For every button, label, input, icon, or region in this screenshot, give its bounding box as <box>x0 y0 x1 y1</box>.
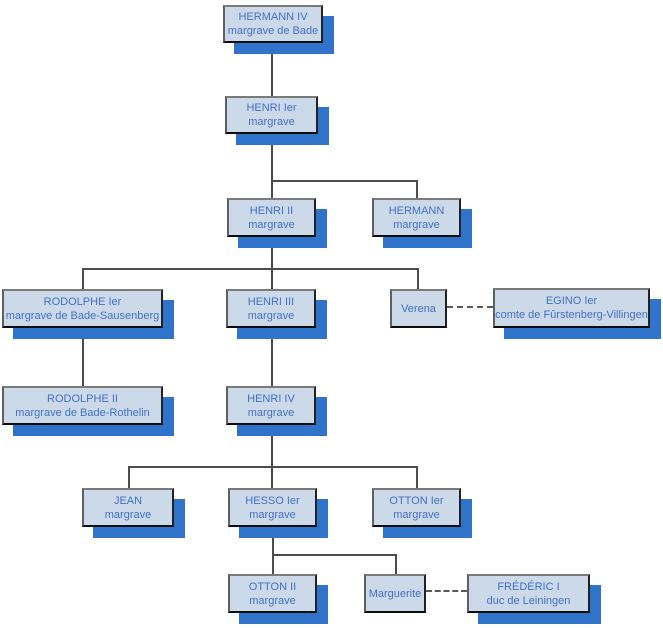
person-name: OTTON II <box>248 580 297 593</box>
person-name: FRÉDÉRIC I <box>497 580 560 593</box>
person-name: HENRI II <box>249 204 294 217</box>
person-title: margrave <box>249 508 296 521</box>
person-node-rodolphe-ier: RODOLPHE Ier margrave de Bade-Sausenberg <box>2 289 163 328</box>
person-title: duc de Leiningen <box>486 594 571 607</box>
person-name: HENRI Ier <box>246 102 297 114</box>
connector-line <box>417 268 419 289</box>
person-node-rodolphe-ii: RODOLPHE II margrave de Bade-Rothelin <box>2 386 163 425</box>
marriage-connector <box>426 590 467 592</box>
person-node-hermann-iv: HERMANN IV margrave de Bade <box>223 5 323 43</box>
person-name: HENRI IV <box>247 392 295 405</box>
connector-line <box>395 554 397 574</box>
person-node-hermann: HERMANN margrave <box>372 198 461 237</box>
connector-line <box>272 554 397 556</box>
person-node-marguerite: Marguerite <box>364 574 426 613</box>
connector-line <box>128 466 130 488</box>
person-node-jean: JEAN margrave <box>82 488 174 527</box>
marriage-connector <box>447 306 493 308</box>
connector-line <box>271 134 273 198</box>
person-name: Marguerite <box>368 587 422 600</box>
person-title: margrave <box>248 218 295 231</box>
connector-line <box>271 328 273 386</box>
person-name: HERMANN IV <box>238 11 308 23</box>
person-title: margrave <box>248 116 295 128</box>
person-node-henri-iv: HENRI IV margrave <box>226 386 316 425</box>
person-name: HERMANN <box>388 204 445 217</box>
person-name: Verena <box>401 302 436 315</box>
person-title: margrave de Bade <box>227 25 319 37</box>
connector-line <box>82 268 84 289</box>
person-name: OTTON Ier <box>389 494 444 507</box>
person-node-egino-ier: EGINO Ier comte de Fûrstenberg-Villingen <box>493 288 650 328</box>
connector-line <box>416 466 418 488</box>
connector-line <box>82 328 84 386</box>
person-name: JEAN <box>113 494 143 507</box>
person-name: HENRI III <box>247 295 295 308</box>
connector-line <box>272 527 274 556</box>
connector-line <box>271 180 418 182</box>
person-title: margrave <box>247 406 295 419</box>
person-name: RODOLPHE II <box>47 392 118 405</box>
connector-line <box>271 466 273 488</box>
person-name: EGINO Ier <box>545 295 598 307</box>
connector-line <box>271 268 273 289</box>
connector-line <box>271 237 273 270</box>
connector-line <box>416 180 418 198</box>
person-title: margrave <box>393 218 440 231</box>
person-title: margrave de Bade-Rothelin <box>15 406 150 419</box>
person-node-otton-ier: OTTON Ier margrave <box>372 488 461 527</box>
person-node-frederic-i: FRÉDÉRIC I duc de Leiningen <box>467 574 590 613</box>
person-node-verena: Verena <box>390 289 447 328</box>
person-node-hesso-ier: HESSO Ier margrave <box>228 488 317 527</box>
person-node-henri-iii: HENRI III margrave <box>226 289 316 328</box>
person-title: margrave <box>104 508 152 521</box>
connector-line <box>128 466 418 468</box>
person-node-otton-ii: OTTON II margrave <box>228 574 317 613</box>
connector-line <box>272 554 274 574</box>
person-name: HESSO Ier <box>245 494 300 507</box>
connector-line <box>271 43 273 96</box>
person-node-henri-ii: HENRI II margrave <box>227 198 316 237</box>
connector-line <box>271 425 273 467</box>
person-title: margrave de Bade-Sausenberg <box>5 309 160 322</box>
connector-line <box>82 268 419 270</box>
person-name: RODOLPHE Ier <box>43 295 122 308</box>
person-title: margrave <box>393 508 440 521</box>
person-title: margrave <box>249 594 296 607</box>
person-title: comte de Fûrstenberg-Villingen <box>495 309 648 321</box>
person-node-henri-ier: HENRI Ier margrave <box>225 96 318 134</box>
person-title: margrave <box>247 309 295 322</box>
